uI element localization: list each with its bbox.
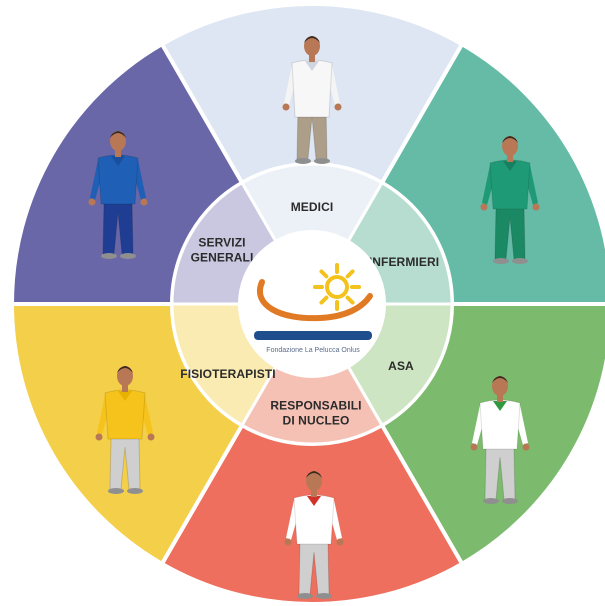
staff-figures [88, 36, 540, 599]
label-servizi-line2: GENERALI [191, 251, 254, 265]
label-responsabili-line1: RESPONSABILI [270, 399, 361, 413]
logo-caption: Fondazione La Pelucca Onlus [266, 347, 360, 354]
center-logo: Fondazione La Pelucca Onlus [238, 230, 386, 378]
staff-figure-infermieri [480, 136, 540, 264]
staff-figure-medici [282, 36, 342, 164]
staff-figure-responsabili [284, 471, 344, 599]
label-servizi-line1: SERVIZI [198, 236, 245, 250]
inner-ring [170, 162, 454, 446]
logo-sun-icon [313, 263, 361, 311]
label-infermieri: INFERMIERI [369, 255, 439, 269]
label-fisioterapisti: FISIOTERAPISTI [180, 367, 275, 381]
staff-figure-asa [470, 376, 530, 504]
logo-orange-arc [257, 279, 373, 322]
staff-figure-servizi [88, 131, 148, 259]
label-responsabili-line2: DI NUCLEO [283, 414, 350, 428]
label-asa: ASA [388, 359, 414, 373]
logo-blue-bar [254, 331, 372, 340]
label-medici: MEDICI [291, 200, 334, 214]
staff-figure-fisioterapisti [95, 366, 155, 494]
